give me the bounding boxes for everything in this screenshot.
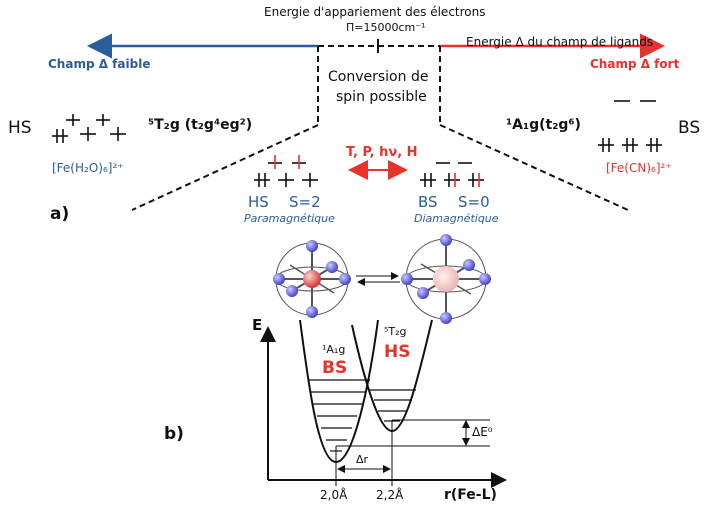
hs-levels-left [52, 114, 126, 143]
bs-term-label: ¹A₁g [322, 343, 346, 356]
octahedron-hs [401, 234, 491, 324]
hs-well-label: HS [384, 342, 411, 362]
spin-conversion-line2: spin possible [336, 89, 427, 105]
weak-field-label: Champ Δ faible [48, 57, 151, 71]
eg-level-up [66, 114, 110, 126]
delta-r-label: Δr [356, 453, 369, 466]
bs-config-middle [420, 162, 484, 187]
left-formula: [Fe(H₂O)₆]²⁺ [52, 161, 124, 175]
t2g-level [52, 127, 126, 143]
hs-config-middle [254, 155, 318, 187]
hs-spin-label: S=2 [289, 193, 321, 211]
delta-e-label: ΔE⁰ [472, 425, 493, 439]
bs-well-label: BS [322, 358, 348, 378]
stimuli-label: T, P, hν, H [346, 145, 418, 160]
equilibrium-arrows [356, 272, 400, 286]
pairing-energy-value: Π=15000cm⁻¹ [346, 21, 426, 34]
bs-levels-right [598, 100, 662, 152]
bs-vibrational-levels [308, 379, 370, 452]
x-axis-label: r(Fe-L) [444, 487, 497, 503]
right-term: ¹A₁g(t₂g⁶) [506, 117, 581, 133]
r-hs-label: 2,2Å [376, 488, 404, 502]
hs-term-label: ⁵T₂g [384, 325, 407, 338]
hs-vibrational-levels [370, 389, 416, 422]
left-state-label: HS [8, 118, 32, 138]
strong-field-label: Champ Δ fort [590, 57, 680, 71]
spin-conversion-line1: Conversion de [328, 69, 429, 85]
left-term: ⁵T₂g (t₂g⁴eg²) [148, 117, 253, 133]
right-formula: [Fe(CN)₆]²⁺ [606, 161, 672, 175]
bs-middle-label: BS [418, 193, 438, 211]
bs-well [299, 319, 379, 464]
panel-label-b: b) [164, 424, 184, 444]
energy-plot [260, 319, 507, 488]
panel-label-a: a) [50, 204, 70, 224]
hs-middle-label: HS [248, 193, 269, 211]
right-funnel [439, 124, 629, 211]
hs-magnetism-label: Paramagnétique [244, 212, 335, 225]
octahedron-bs [273, 240, 351, 318]
pairing-energy-label: Energie d'appariement des électrons [264, 5, 486, 19]
right-state-label: BS [678, 118, 701, 138]
y-axis-label: E [252, 316, 263, 334]
r-bs-label: 2,0Å [320, 488, 348, 502]
left-funnel [131, 124, 319, 211]
ligand-field-label: Energie Δ du champ de ligands [466, 35, 654, 49]
bs-spin-label: S=0 [458, 193, 490, 211]
bs-magnetism-label: Diamagnétique [414, 212, 499, 225]
